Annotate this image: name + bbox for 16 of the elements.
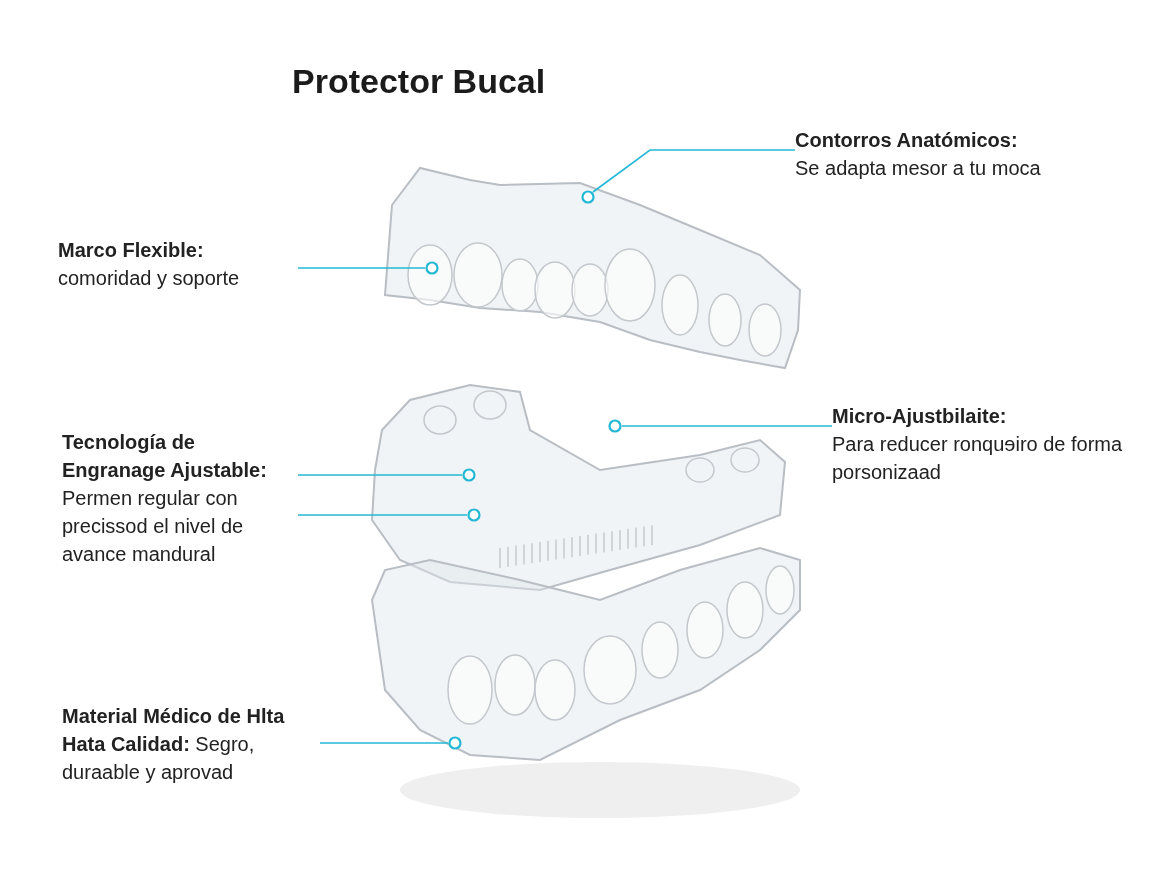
callout-heading: Contorros Anatómicos: (795, 128, 1019, 153)
leader-line (621, 425, 833, 427)
leader-line (297, 267, 426, 269)
callout-text: Para reducer ronquɘiro de forma porsonizaad (832, 432, 1124, 485)
leader-line (319, 742, 449, 744)
callout-heading: Micro-Ajustbilaite: (832, 404, 1008, 429)
callout-heading: Tecnología de Engranage Ajustable: (62, 430, 268, 483)
leader-line (297, 474, 463, 476)
callout-text: Material Médico de Hlta Hata Calidad: Segro, duraable y aprovad (62, 704, 286, 785)
callout-text: comoridad y soporte (58, 266, 241, 291)
callout-heading: Marco Flexible: (58, 238, 205, 263)
title: Protector Bucal (292, 62, 546, 101)
callout-text: Permen regular con precissod el nivel de avance mandural (62, 486, 245, 567)
leader-line (297, 514, 468, 516)
callout-text: Se adapta mesor a tu moca (795, 156, 1042, 181)
leader-line (592, 149, 796, 193)
